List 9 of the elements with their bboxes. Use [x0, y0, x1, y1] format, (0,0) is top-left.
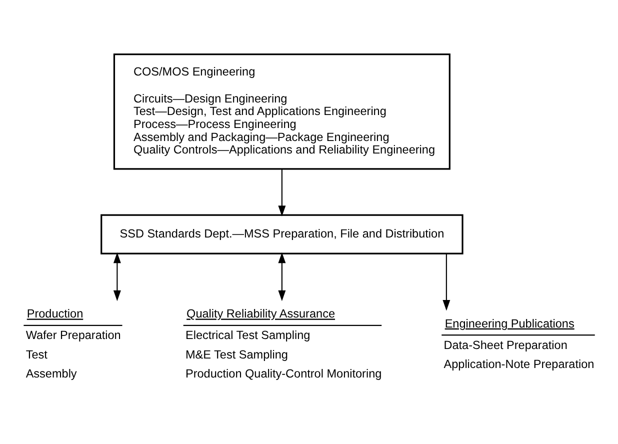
arrow: [113, 252, 121, 302]
arrow: [278, 252, 286, 302]
node-box: COS/MOS Engineering Circuits—Design Engineering Test—Design, Test and Applications Engineering Process—Process Engineering Assembly and Packaging—Package Engineering Quality Controls—Applications and Reliability Engineering: [113, 53, 450, 170]
node-text: Production Wafer Preparation Test Assembly: [26, 308, 121, 381]
arrow: [442, 254, 450, 311]
node-box: SSD Standards Dept.—MSS Preparation, File and Distribution: [100, 214, 464, 254]
arrow: [278, 169, 286, 216]
node-text: Quality Reliability Assurance Electrical Test Sampling M&E Test Sampling Production Quality-Control Monitoring: [185, 308, 382, 381]
node-text: Engineering Publications Data-Sheet Preparation Application-Note Preparation: [444, 317, 594, 372]
